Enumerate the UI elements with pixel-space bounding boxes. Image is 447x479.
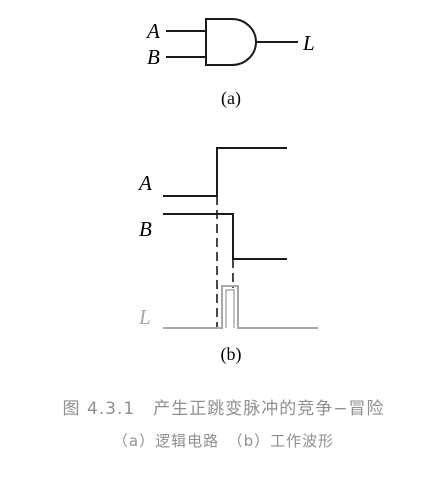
waveform-a (163, 147, 287, 197)
figure-caption: 图 4.3.1 产生正跳变脉冲的竞争−冒险 (62, 399, 385, 419)
waveform-b (163, 213, 287, 260)
circuit-sublabel: (a) (221, 88, 241, 109)
and-gate (205, 18, 257, 66)
logic-circuit (166, 18, 298, 66)
waveform-sublabel: (b) (221, 344, 242, 365)
input-b-label: B (147, 45, 160, 69)
input-a-label: A (145, 19, 160, 43)
waveform-l-glitch (163, 285, 318, 329)
signal-l-label: L (138, 305, 151, 329)
output-l-label: L (302, 31, 315, 55)
signal-b-label: B (139, 217, 152, 241)
signal-a-label: A (137, 171, 152, 195)
waveforms (163, 147, 318, 329)
figure-subcaption: （a）逻辑电路 （b）工作波形 (112, 432, 335, 450)
waveform-l-glitch-inner (225, 289, 235, 328)
